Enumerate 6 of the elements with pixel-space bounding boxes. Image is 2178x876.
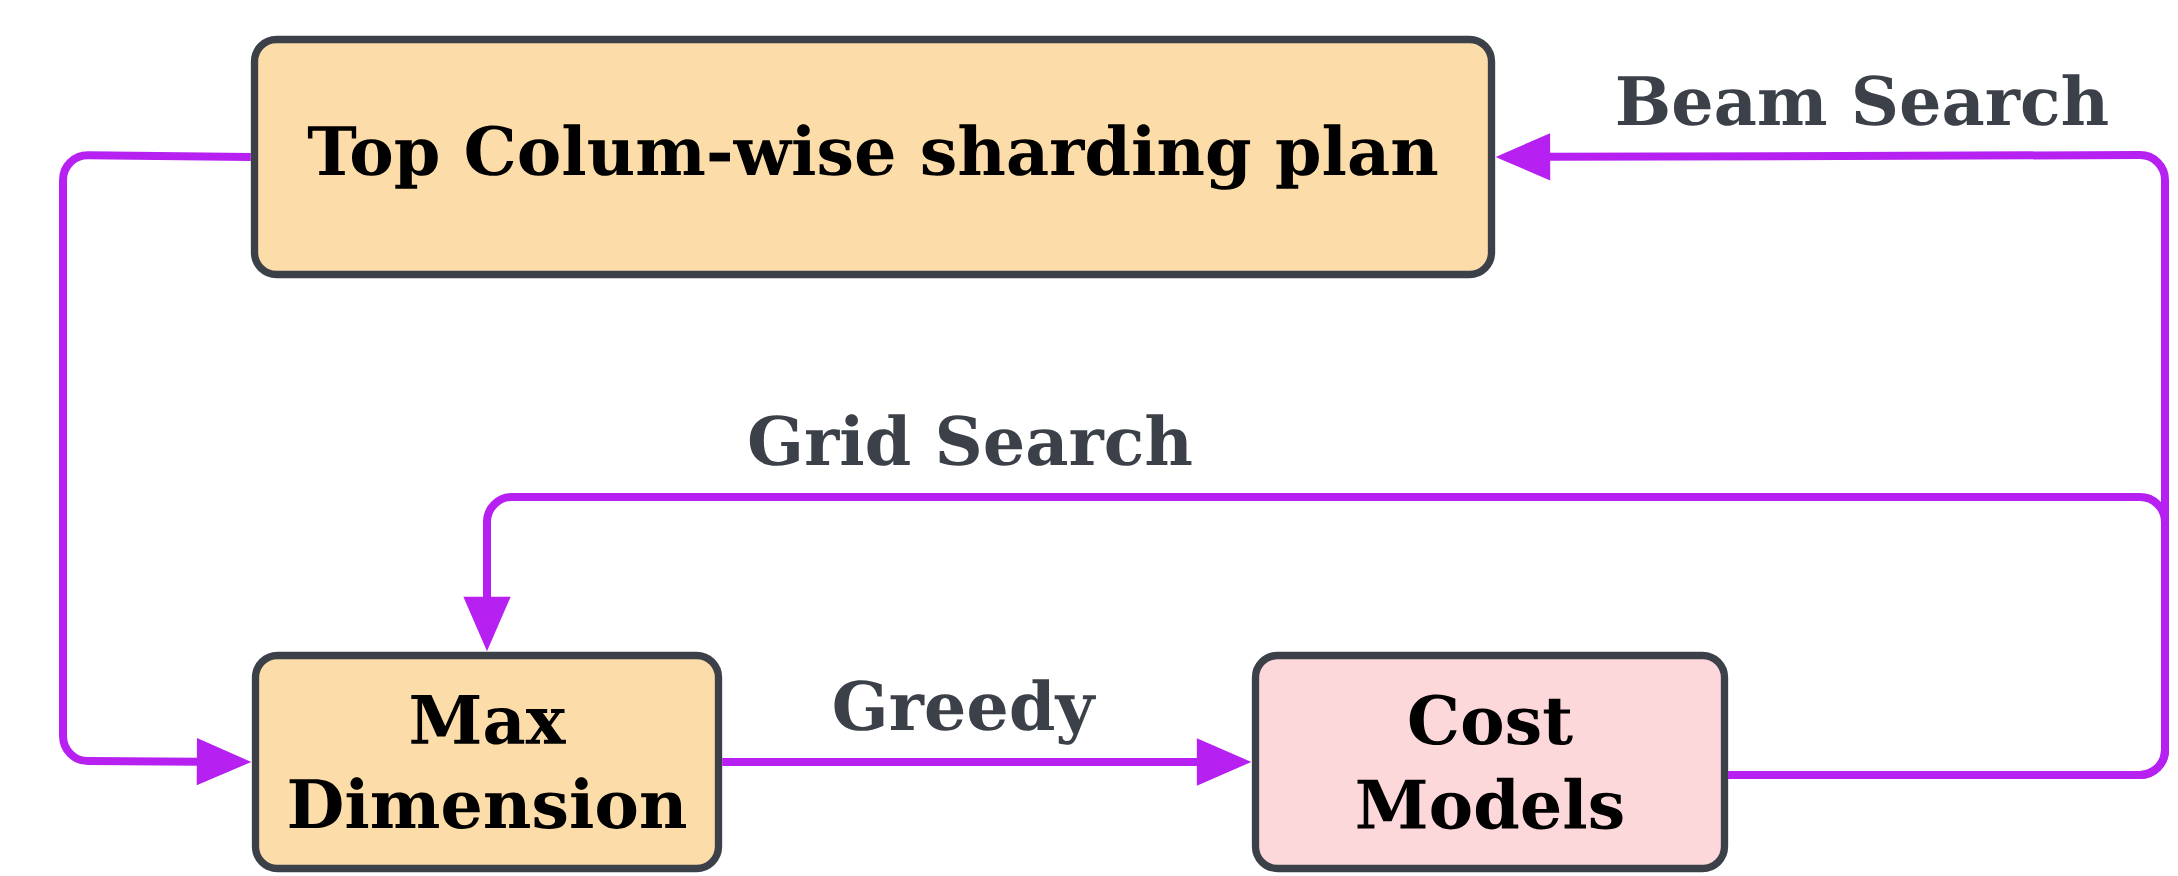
edge-label: Greedy [824,672,1102,752]
process-box: Top Colum-wise sharding plan [250,35,1496,279]
edge-label: Beam Search [1607,67,2117,133]
process-box: Cost Models [1251,651,1729,873]
edge-label: Grid Search [740,407,1200,473]
process-box: Max Dimension [251,651,723,873]
